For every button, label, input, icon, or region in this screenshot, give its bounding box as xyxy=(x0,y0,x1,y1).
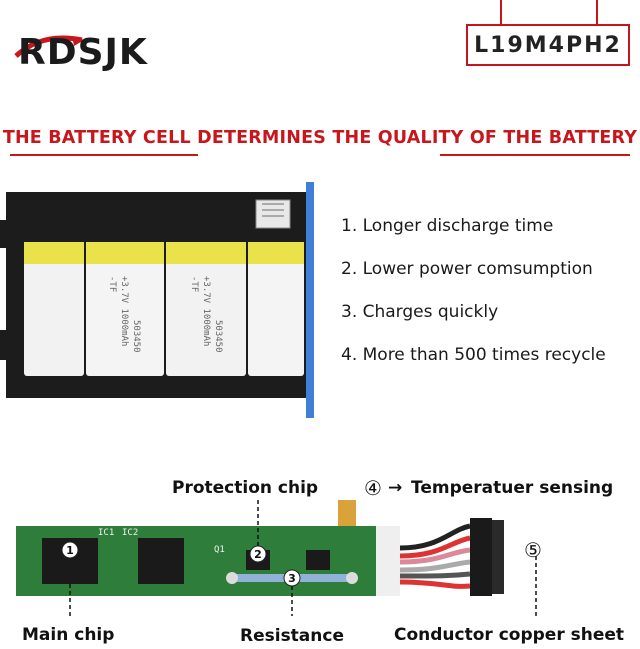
callout-protection-chip: Protection chip xyxy=(172,478,319,498)
marker-3: 3 xyxy=(288,572,296,585)
headline: THE BATTERY CELL DETERMINES THE QUALITY … xyxy=(2,128,638,148)
feature-2: 2. Lower power comsumption xyxy=(341,259,593,279)
cell-print-spec: +3.7V 1000mAh xyxy=(119,276,129,346)
feature-1: 1. Longer discharge time xyxy=(341,216,554,236)
cell-print-brand-2: -TF xyxy=(189,276,199,292)
model-tag: L19M4PH2 xyxy=(466,24,630,66)
marker-2: 2 xyxy=(254,548,262,561)
logo-swoosh-icon xyxy=(14,35,84,58)
tag-hanger-right xyxy=(596,0,598,24)
board-label-ic1: IC1 xyxy=(98,528,114,538)
cell-print-brand: -TF xyxy=(107,276,117,292)
headline-rule-right xyxy=(440,154,630,156)
tag-hanger-left xyxy=(500,0,502,24)
callout-main-chip: Main chip xyxy=(22,625,115,645)
cell-print-model-2: 503450 xyxy=(213,320,223,353)
callout-temperature-arrow: → xyxy=(388,478,403,498)
model-code: L19M4PH2 xyxy=(474,32,622,58)
cell-print-spec-2: +3.7V 1000mAh xyxy=(201,276,211,346)
callout-conductor: Conductor copper sheet xyxy=(394,625,625,645)
feature-3: 3. Charges quickly xyxy=(341,302,499,322)
pcb-illustration: IC1 IC2 Q1 1 2 3 xyxy=(0,476,640,620)
feature-4: 4. More than 500 times recycle xyxy=(341,345,606,365)
brand-logo: RDSJK xyxy=(12,30,187,74)
logo-text: RDSJK xyxy=(18,32,148,73)
board-label-ic2: IC2 xyxy=(122,528,138,538)
battery-pack-image: -TF +3.7V 1000mAh 503450 -TF +3.7V 1000m… xyxy=(0,180,318,418)
callout-connector-marker: ⑤ xyxy=(524,538,542,562)
headline-rule-left xyxy=(10,154,198,156)
battery-pack-icon: -TF +3.7V 1000mAh 503450 -TF +3.7V 1000m… xyxy=(0,182,314,418)
callout-resistance: Resistance xyxy=(240,626,344,646)
board-label-q1: Q1 xyxy=(214,545,225,555)
callout-temperature-label: Temperatuer sensing xyxy=(411,478,614,498)
callout-temperature-marker: ④ xyxy=(364,476,382,500)
marker-1: 1 xyxy=(66,544,74,557)
pcb-board-icon: IC1 IC2 Q1 1 2 3 xyxy=(16,476,537,616)
cell-print-model: 503450 xyxy=(131,320,141,353)
